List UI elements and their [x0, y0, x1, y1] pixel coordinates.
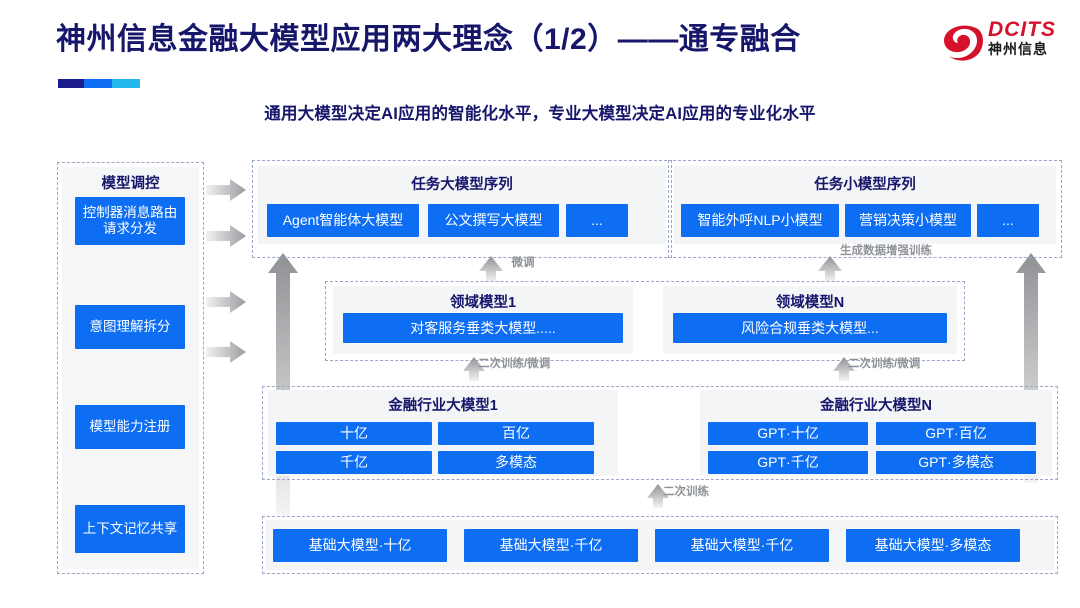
arrow-label-data-augmentation: 生成数据增强训练 — [840, 245, 932, 257]
sidebar-title: 模型调控 — [101, 176, 160, 192]
logo-cn-name: 神州信息 — [988, 41, 1048, 57]
page-title: 神州信息金融大模型应用两大理念（1/2）——通专融合 — [56, 23, 801, 56]
chip-outbound-nlp-small-model[interactable]: 智能外呼NLP小模型 — [681, 204, 839, 237]
chip-industryn-gpt-hundred-billion[interactable]: GPT·千亿 — [708, 451, 868, 474]
chip-industryn-gpt-multimodal[interactable]: GPT·多模态 — [876, 451, 1036, 474]
arrow-up-icon-data-aug — [818, 256, 842, 282]
arrow-up-icon-right-long — [1016, 253, 1046, 483]
chip-marketing-decision-small-model[interactable]: 营销决策小模型 — [845, 204, 971, 237]
arrow-up-icon-fine-tune — [479, 256, 503, 282]
arrow-label-retrain: 二次训练 — [663, 486, 709, 498]
sidebar-item-context-memory-share[interactable]: 上下文记忆共享 — [75, 505, 185, 553]
arrow-right-icon-4 — [206, 341, 246, 363]
accent-segment-1 — [58, 79, 85, 88]
chip-base-billion[interactable]: 基础大模型·十亿 — [273, 529, 447, 562]
accent-segment-3 — [112, 79, 140, 88]
task-small-model-title: 任务小模型序列 — [814, 177, 916, 193]
arrow-up-icon-retrain-tune-1 — [463, 357, 485, 381]
chip-document-writing-large-model[interactable]: 公文撰写大模型 — [428, 204, 559, 237]
page-subtitle: 通用大模型决定AI应用的智能化水平，专业大模型决定AI应用的专业化水平 — [264, 105, 816, 123]
arrow-label-retrain-tune-2: 二次训练/微调 — [848, 358, 921, 370]
sidebar-item-intent-parsing[interactable]: 意图理解拆分 — [75, 305, 185, 349]
industry-model-1-title: 金融行业大模型1 — [388, 398, 498, 414]
chip-industry1-billion[interactable]: 十亿 — [276, 422, 432, 445]
sidebar-item-capability-registry[interactable]: 模型能力注册 — [75, 405, 185, 449]
arrow-up-icon-retrain — [647, 484, 669, 508]
industry-model-dashed-container — [262, 386, 1058, 480]
domain-model-n-title: 领域模型N — [775, 295, 845, 311]
chip-base-hundred-billion-2[interactable]: 基础大模型·千亿 — [655, 529, 829, 562]
chip-task-small-more[interactable]: ... — [977, 204, 1039, 237]
chip-industry1-ten-billion[interactable]: 百亿 — [438, 422, 594, 445]
chip-industryn-gpt-billion[interactable]: GPT·十亿 — [708, 422, 868, 445]
arrow-right-icon-2 — [206, 225, 246, 247]
company-logo: DCITS 神州信息 — [940, 18, 1064, 70]
task-large-model-dashed-container — [252, 160, 672, 258]
chip-base-hundred-billion-1[interactable]: 基础大模型·千亿 — [464, 529, 638, 562]
task-small-model-dashed-container — [668, 160, 1062, 258]
chip-base-multimodal[interactable]: 基础大模型·多模态 — [846, 529, 1020, 562]
industry-model-n-title: 金融行业大模型N — [820, 398, 932, 414]
chip-industry1-multimodal[interactable]: 多模态 — [438, 451, 594, 474]
logo-text: DCITS 神州信息 — [988, 18, 1056, 58]
domain-model-dashed-container — [325, 281, 965, 361]
task-large-model-title: 任务大模型序列 — [411, 177, 513, 193]
arrow-label-retrain-tune-1: 二次训练/微调 — [478, 358, 551, 370]
chip-industry1-hundred-billion[interactable]: 千亿 — [276, 451, 432, 474]
dcits-swirl-icon — [944, 25, 984, 61]
arrow-right-icon-1 — [206, 179, 246, 201]
sidebar-dashed-container — [57, 162, 204, 574]
sidebar-item-controller-routing[interactable]: 控制器消息路由请求分发 — [75, 197, 185, 245]
chip-industryn-gpt-ten-billion[interactable]: GPT·百亿 — [876, 422, 1036, 445]
arrow-up-icon-retrain-tune-2 — [833, 357, 855, 381]
arrow-up-icon-left-long — [268, 253, 298, 515]
accent-bar — [58, 79, 140, 88]
arrow-label-fine-tune: 微调 — [511, 257, 535, 269]
chip-agent-large-model[interactable]: Agent智能体大模型 — [267, 204, 419, 237]
arrow-right-icon-3 — [206, 291, 246, 313]
chip-task-large-more[interactable]: ... — [566, 204, 628, 237]
chip-risk-compliance-vertical-model[interactable]: 风险合规垂类大模型... — [673, 313, 947, 343]
domain-model-1-title: 领域模型1 — [449, 295, 517, 311]
base-model-dashed-container — [262, 516, 1058, 574]
logo-name: DCITS — [988, 18, 1056, 41]
accent-segment-2 — [84, 79, 113, 88]
chip-customer-service-vertical-model[interactable]: 对客服务垂类大模型..... — [343, 313, 623, 343]
